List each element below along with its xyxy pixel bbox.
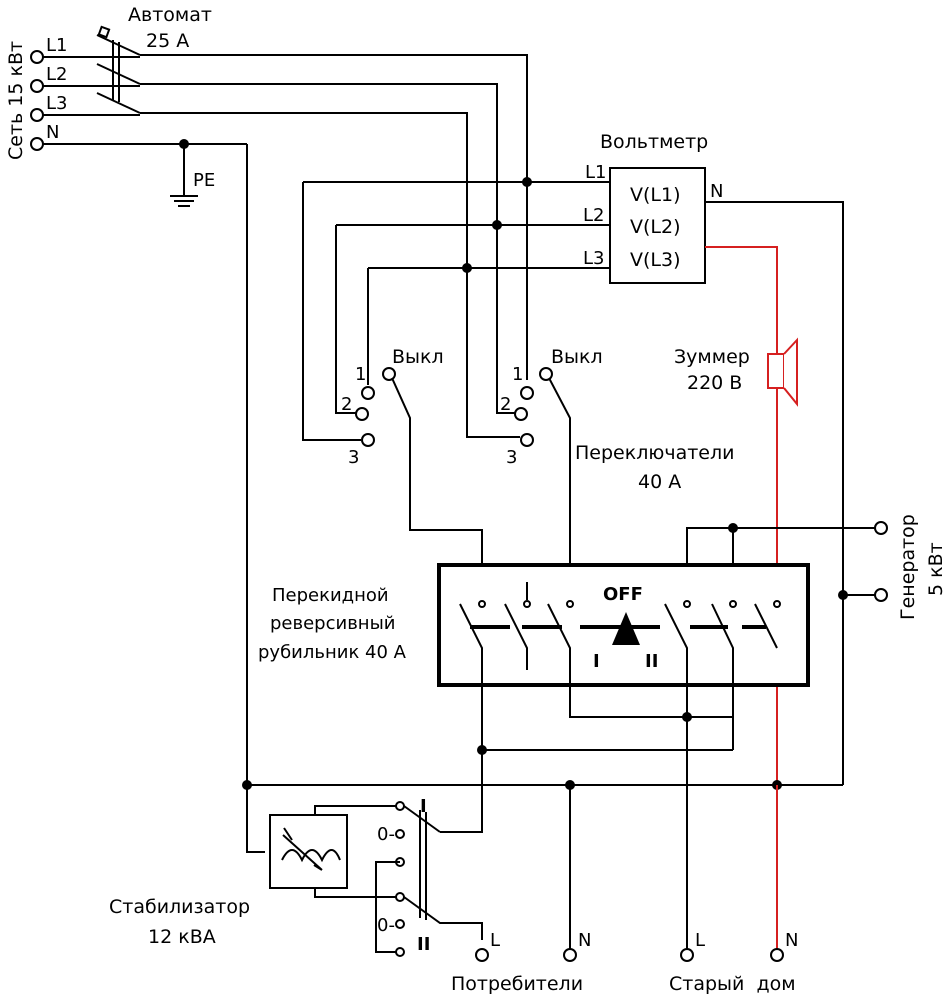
voltmeter: Вольтметр V(L1) V(L2) V(L3) L1 L2 L3 N [303, 131, 844, 785]
mains-label: Сеть 15 кВт [5, 41, 27, 160]
selector-right-1: 1 [512, 364, 523, 385]
old-house-terminal-l [680, 948, 694, 962]
stabilizer-zero-2: 0- [377, 915, 395, 936]
stabilizer-mode-i: I [420, 796, 427, 817]
buzzer-label-2: 220 В [687, 372, 742, 394]
mains-n-label: N [46, 122, 59, 143]
voltmeter-v3: V(L3) [630, 249, 681, 271]
breaker-title: Автомат [128, 4, 212, 26]
stabilizer-zero-1: 0- [377, 824, 395, 845]
selector-left-pos2 [355, 407, 369, 421]
changeover-pos2: II [645, 651, 658, 672]
selector-right-2: 2 [500, 394, 511, 415]
mains-l1-label: L1 [46, 35, 67, 56]
neutral-bus [242, 144, 843, 950]
consumers-terminal-n [563, 948, 577, 962]
selector-left-3: 3 [348, 447, 359, 468]
changeover-switch: OFF I II Перекидной реверсивный рубильни… [258, 563, 810, 950]
pe-label: PE [193, 170, 215, 191]
selector-left-1: 1 [355, 364, 366, 385]
selector-right-pos2 [514, 407, 528, 421]
buzzer-label-1: Зуммер [674, 346, 750, 368]
selector-right-off-label: Выкл [551, 346, 603, 368]
speaker-icon [783, 337, 798, 407]
old-house-terminal-n [770, 948, 784, 962]
old-house-label: Старый дом [669, 973, 796, 995]
old-house-n: N [785, 930, 798, 951]
voltmeter-v2: V(L2) [630, 216, 681, 238]
selector-left-off [382, 367, 396, 381]
selector-right-pos3 [520, 433, 534, 447]
generator-terminal-n [874, 588, 888, 602]
generator-label-2: 5 кВт [925, 542, 947, 596]
mains-input: Автомат 25 A L1 L2 L3 N Сеть 15 кВт PE [5, 4, 528, 438]
voltmeter-v1: V(L1) [630, 184, 681, 206]
voltmeter-in-l3: L3 [583, 248, 604, 269]
transformer-icon [281, 849, 341, 863]
voltmeter-in-l1: L1 [585, 162, 606, 183]
consumers-terminal-l [475, 948, 489, 962]
stabilizer-mode-ii: II [417, 934, 430, 955]
changeover-label-3: рубильник 40 А [258, 642, 407, 663]
stabilizer-label-2: 12 кВА [148, 926, 216, 948]
buzzer: Зуммер 220 В [674, 246, 798, 785]
changeover-pos1: I [593, 651, 600, 672]
terminal-l2-in [30, 79, 44, 93]
selector-left-2: 2 [341, 394, 352, 415]
old-house-l: L [695, 930, 705, 951]
generator-label-1: Генератор [897, 514, 919, 620]
voltmeter-title: Вольтметр [600, 131, 708, 153]
breaker-handle [97, 25, 111, 39]
selector-left-off-label: Выкл [392, 346, 444, 368]
selector-right-off [539, 367, 553, 381]
generator-terminal-l [874, 521, 888, 535]
stabilizer-label-1: Стабилизатор [109, 896, 250, 918]
mains-l2-label: L2 [46, 64, 67, 85]
terminal-l3-in [30, 108, 44, 122]
selector-left-pos1 [361, 386, 375, 400]
selectors-caption-2: 40 A [638, 471, 681, 493]
breaker-rating: 25 A [146, 30, 189, 52]
voltmeter-n: N [710, 181, 723, 202]
consumers-n: N [578, 930, 591, 951]
consumers-label: Потребители [451, 973, 583, 995]
selectors-caption-1: Переключатели [575, 442, 734, 464]
changeover-label-2: реверсивный [270, 613, 396, 634]
terminal-n-in [30, 137, 44, 151]
voltmeter-box [609, 167, 706, 284]
selector-left: Выкл 1 2 3 [302, 182, 483, 600]
changeover-label-1: Перекидной [272, 585, 389, 606]
buzzer-body [767, 353, 785, 389]
terminal-l1-in [30, 50, 44, 64]
stabilizer: I II 0- 0- Стабилизатор 12 кВА [109, 796, 483, 957]
voltmeter-in-l2: L2 [583, 205, 604, 226]
consumers-l: L [490, 930, 500, 951]
mains-l3-label: L3 [46, 93, 67, 114]
selector-right: Выкл 1 2 3 Переключатели 40 A [496, 346, 734, 600]
selector-right-pos1 [520, 386, 534, 400]
selector-right-3: 3 [506, 447, 517, 468]
outputs: L N L N Потребители Старый дом [451, 930, 798, 995]
changeover-off: OFF [603, 584, 643, 605]
selector-left-pos3 [361, 433, 375, 447]
